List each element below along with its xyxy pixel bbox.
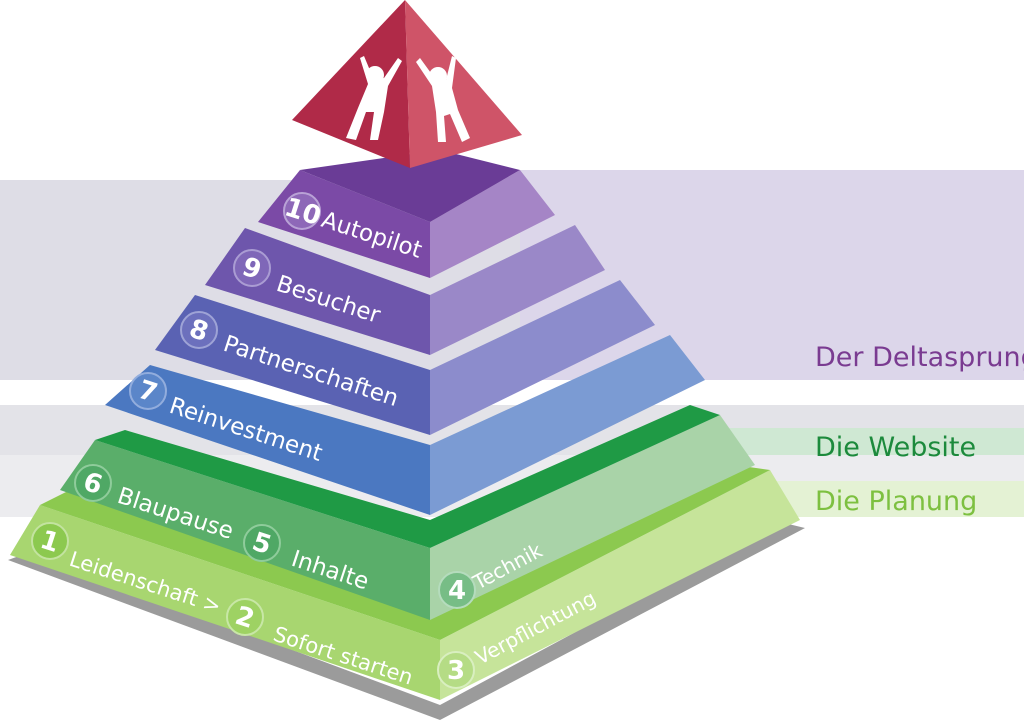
tier-planung-left — [10, 505, 440, 700]
celebrating-figures-icon — [346, 56, 470, 142]
step-1-badge — [31, 522, 69, 560]
tier-8-right — [430, 280, 655, 435]
tier-blue-right — [430, 335, 705, 515]
apex-right — [405, 0, 522, 168]
step-3-badge — [437, 651, 475, 689]
tier-8-left — [155, 295, 430, 435]
tier-website-left — [60, 440, 430, 620]
band-planung-right — [760, 481, 1024, 517]
step-10-badge — [283, 192, 321, 230]
tier-9-right — [430, 225, 605, 355]
tier-blue-left — [105, 365, 430, 515]
step-5-badge — [243, 524, 281, 562]
phase-label-planung: Die Planung — [815, 486, 977, 517]
step-4-number: 4 — [448, 576, 466, 606]
step-6-badge — [74, 464, 112, 502]
step-9-badge — [233, 249, 271, 287]
tier-website-top — [95, 405, 720, 548]
step-3-number: 3 — [447, 656, 465, 686]
tier-10-right — [430, 170, 555, 278]
tier-10-top — [300, 150, 520, 222]
step-4-badge — [438, 571, 476, 609]
step-2-badge — [226, 598, 264, 636]
phase-label-delta: Der Deltasprung — [815, 342, 1024, 373]
tier-planung-right — [440, 470, 800, 700]
tier-website-right — [430, 415, 755, 620]
step-7-badge — [129, 372, 167, 410]
apex-left — [292, 0, 410, 168]
phase-label-website: Die Website — [815, 432, 976, 463]
step-8-badge — [180, 311, 218, 349]
